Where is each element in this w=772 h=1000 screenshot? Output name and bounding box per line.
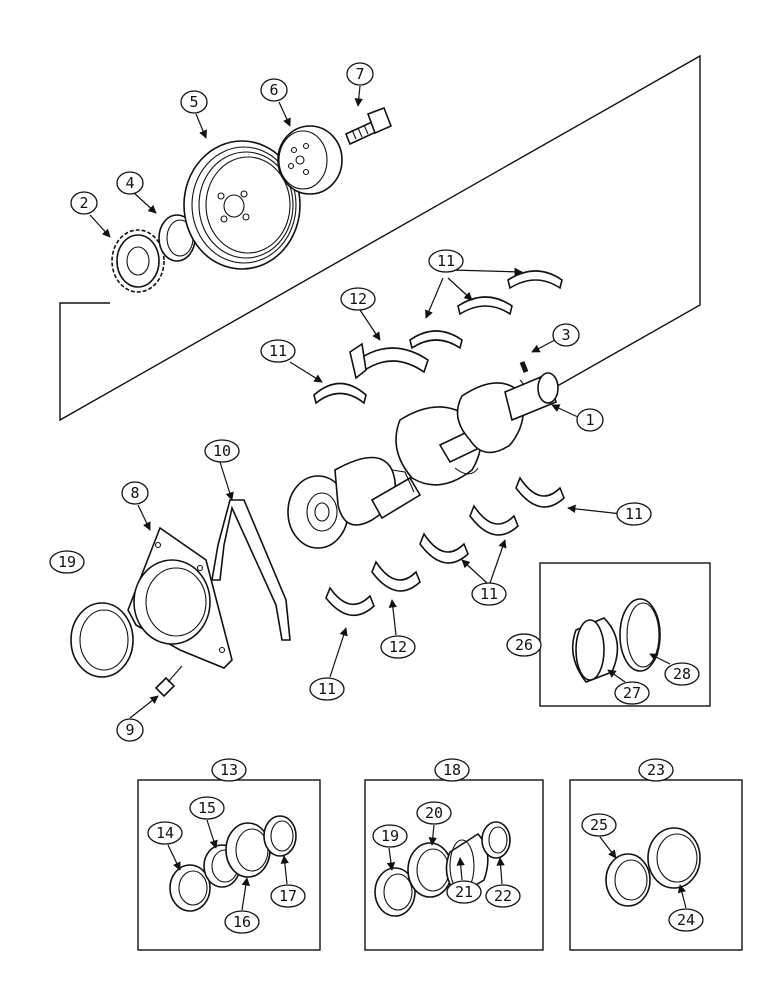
callout-12-a-label: 12 xyxy=(349,290,367,308)
callout-11-c-label: 11 xyxy=(625,505,643,523)
callout-11-d-label: 11 xyxy=(480,585,498,603)
callout-28: 28 xyxy=(664,662,700,686)
callout-14-label: 14 xyxy=(156,824,174,842)
callout-1-label: 1 xyxy=(585,411,594,429)
crankshaft-pulley xyxy=(183,140,301,270)
kit-13-parts xyxy=(169,815,297,912)
callout-5: 5 xyxy=(180,90,208,114)
callout-13-label: 13 xyxy=(220,761,238,779)
callout-27: 27 xyxy=(614,681,650,705)
callout-12-a: 12 xyxy=(340,287,376,311)
callout-11-c: 11 xyxy=(616,502,652,526)
callout-24: 24 xyxy=(668,908,704,932)
callout-4: 4 xyxy=(116,171,144,195)
callout-18-label: 18 xyxy=(443,761,461,779)
callout-7-label: 7 xyxy=(355,65,364,83)
front-end-frame xyxy=(59,54,701,422)
lower-bearing-shells xyxy=(325,476,565,616)
pulley-bolt xyxy=(344,106,393,146)
crankshaft xyxy=(287,372,559,549)
callout-21-label: 21 xyxy=(455,883,473,901)
callout-12-b-label: 12 xyxy=(389,638,407,656)
callout-10-label: 10 xyxy=(213,442,231,460)
callout-6-label: 6 xyxy=(269,81,278,99)
callout-1: 1 xyxy=(576,408,604,432)
callout-11-e: 11 xyxy=(309,677,345,701)
callout-22-label: 22 xyxy=(494,887,512,905)
callout-18: 18 xyxy=(434,758,470,782)
callout-11-e-label: 11 xyxy=(318,680,336,698)
callout-15: 15 xyxy=(189,796,225,820)
rear-oil-seal xyxy=(70,602,134,678)
callout-27-label: 27 xyxy=(623,684,641,702)
kit-23-parts xyxy=(605,827,701,907)
crankshaft-gear xyxy=(111,229,165,293)
callout-28-label: 28 xyxy=(673,665,691,683)
callout-20-label: 20 xyxy=(425,804,443,822)
callout-9: 9 xyxy=(116,718,144,742)
callout-8-label: 8 xyxy=(130,484,139,502)
callout-7: 7 xyxy=(346,62,374,86)
callout-26: 26 xyxy=(506,633,542,657)
pulley-hub xyxy=(277,125,343,195)
housing-bolt xyxy=(154,665,183,698)
callout-11-b-label: 11 xyxy=(269,342,287,360)
kit-box-26 xyxy=(539,562,711,707)
callout-3-label: 3 xyxy=(561,326,570,344)
callout-17-label: 17 xyxy=(279,887,297,905)
callout-16-label: 16 xyxy=(233,913,251,931)
callout-13: 13 xyxy=(211,758,247,782)
callout-11-b: 11 xyxy=(260,339,296,363)
callout-19-a: 19 xyxy=(49,550,85,574)
rear-seal-housing xyxy=(127,526,233,669)
callout-20: 20 xyxy=(416,801,452,825)
callout-19-b-label: 19 xyxy=(381,827,399,845)
leader-lines xyxy=(89,85,687,911)
callout-25: 25 xyxy=(581,813,617,837)
kit-26-parts xyxy=(571,598,661,683)
callout-15-label: 15 xyxy=(198,799,216,817)
callout-14: 14 xyxy=(147,821,183,845)
callout-12-b: 12 xyxy=(380,635,416,659)
kit-18-parts xyxy=(374,821,511,917)
callout-11-a: 11 xyxy=(428,249,464,273)
callout-19-a-label: 19 xyxy=(58,553,76,571)
callout-25-label: 25 xyxy=(590,816,608,834)
callout-22: 22 xyxy=(485,884,521,908)
callout-11-d: 11 xyxy=(471,582,507,606)
callout-19-b: 19 xyxy=(372,824,408,848)
callout-5-label: 5 xyxy=(189,93,198,111)
callout-11-a-label: 11 xyxy=(437,252,455,270)
callout-23: 23 xyxy=(638,758,674,782)
callout-23-label: 23 xyxy=(647,761,665,779)
callout-4-label: 4 xyxy=(125,174,134,192)
callout-8: 8 xyxy=(121,481,149,505)
callout-6: 6 xyxy=(260,78,288,102)
callout-2-label: 2 xyxy=(79,194,88,212)
callout-17: 17 xyxy=(270,884,306,908)
dowel-pin xyxy=(519,361,529,373)
callout-9-label: 9 xyxy=(125,721,134,739)
callout-2: 2 xyxy=(70,191,98,215)
callout-24-label: 24 xyxy=(677,911,695,929)
callout-10: 10 xyxy=(204,439,240,463)
rear-gasket xyxy=(211,499,291,641)
callout-3: 3 xyxy=(552,323,580,347)
callout-26-label: 26 xyxy=(515,636,533,654)
callout-21: 21 xyxy=(446,880,482,904)
callout-16: 16 xyxy=(224,910,260,934)
